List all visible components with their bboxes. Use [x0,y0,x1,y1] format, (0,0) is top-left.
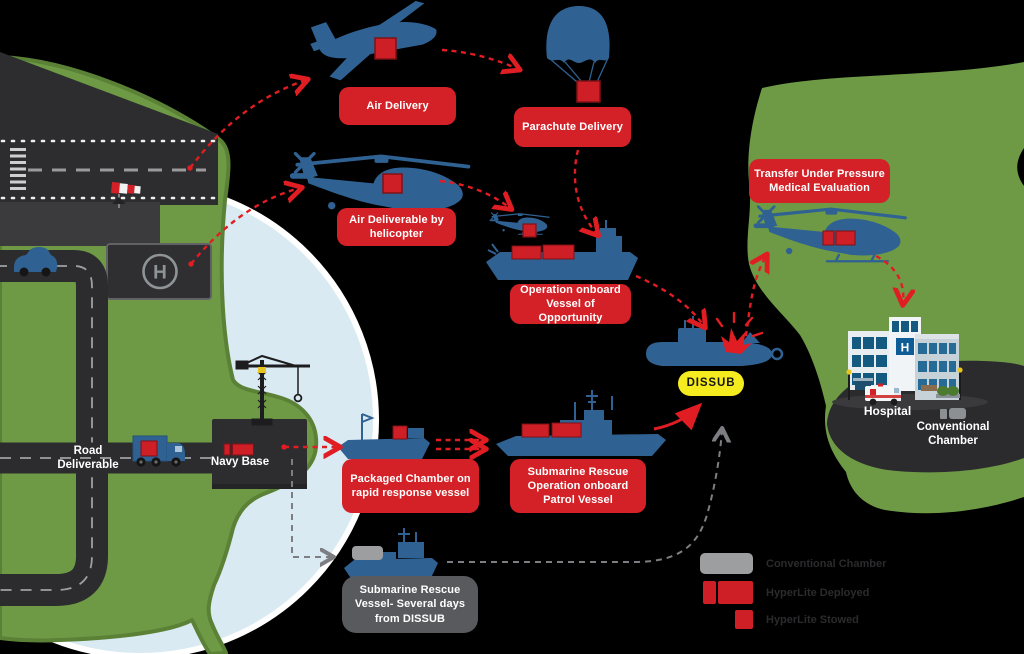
tup-hyperlite-icon [822,230,835,246]
transfer-under-pressure-text: Transfer Under Pressure Medical Evaluati… [754,167,885,194]
runway-threshold-marks [10,148,26,190]
rapid-response-vessel-icon [338,413,430,459]
legend-item-hyperlite-stowed: HyperLite Stowed [700,608,859,631]
hyperlite-deployed-icon [703,581,716,604]
submarine-rescue-vessel-icon [344,528,438,580]
submarine-rescue-patrol-label: Submarine Rescue Operation onboard Patro… [510,459,646,513]
legend-label: Conventional Chamber [766,557,887,570]
legend-icon-slot [700,610,753,629]
arrow-patrol-to-dissub-label [653,402,703,431]
apron [0,202,160,246]
hospital-label: Hospital [863,404,912,418]
hospital-chamber-icon [940,408,966,419]
patrol-hyperlite-deployed-icon-2 [551,422,582,438]
packaged-chamber-label: Packaged Chamber on rapid response vesse… [342,459,479,513]
legend-item-conventional-chamber: Conventional Chamber [700,552,886,575]
navy-base-label: Navy Base [210,456,270,468]
crane-icon [235,354,310,426]
road-deliverable-label: Road Deliverable [57,445,119,472]
parachute-hyperlite-stowed-icon [576,80,601,103]
arrow-navybase-to-srv [291,459,332,557]
air-delivery-text: Air Delivery [366,99,429,112]
navy-base [212,354,310,489]
distress-burst-icon [715,311,764,354]
air-deliverable-helicopter-label: Air Deliverable by helicopter [337,208,456,246]
vessel-of-opportunity-icon [486,220,638,280]
arrow-parachute-to-vessel [573,149,597,234]
airport: H [0,52,218,300]
arrow-tup-to-hospital [875,254,903,303]
hyperlite-stowed-icon [735,610,753,629]
red-route-arrows [189,48,903,449]
helipad-h-mark: H [153,263,167,284]
parachute-delivery-text: Parachute Delivery [522,120,623,133]
packaged-chamber-text: Packaged Chamber on rapid response vesse… [350,472,471,499]
dissub-text: DISSUB [686,377,736,390]
truck-icon [132,435,185,467]
conventional-chamber-icon [700,553,753,574]
air-delivery-label: Air Delivery [339,87,456,125]
helicopter-hyperlite-stowed-icon [382,173,403,194]
gray-route-arrows [291,430,722,563]
legend-label: HyperLite Stowed [766,613,859,626]
legend-icon-slot [700,581,753,604]
dissub-label: DISSUB [678,371,744,396]
parachute-icon [546,6,610,103]
operation-voo-text: Operation onboard Vessel of Opportunity [520,283,621,325]
windsock-icon [111,182,141,208]
arrow-vessel-to-dissub [635,274,704,326]
arrow-srv-to-dissub [447,430,722,563]
navy-base-chambers-icon [223,443,254,456]
legend-label: HyperLite Deployed [766,586,870,599]
legend-icon-slot [700,553,753,574]
plane-hyperlite-stowed-icon [374,37,397,60]
rrv-hyperlite-stowed-icon [392,425,408,440]
patrol-hyperlite-deployed-icon [521,423,550,438]
helipad: H [106,243,212,300]
submarine-rescue-patrol-text: Submarine Rescue Operation onboard Patro… [527,465,629,507]
voo-hyperlite-deployed-icon [511,245,542,260]
submarine-rescue-vessel-text: Submarine Rescue Vessel- Several days fr… [354,584,466,625]
voo-hyperlite-deployed-icon-2 [542,244,575,260]
ambulance-icon [865,383,901,406]
transfer-under-pressure-label: Transfer Under Pressure Medical Evaluati… [749,159,890,203]
conventional-chamber-label: Conventional Chamber [916,421,990,448]
arrow-plane-to-parachute [441,48,518,69]
srv-conventional-chamber-icon [352,546,383,560]
small-helicopter-icon [488,212,550,235]
air-deliverable-helicopter-text: Air Deliverable by helicopter [349,213,444,240]
small-helicopter-hyperlite-icon [522,223,537,238]
arrow-runway-to-plane [189,80,306,169]
hospital-h-sign: H [901,341,910,355]
runway [0,52,218,205]
hyperlite-deployed-icon [718,581,753,604]
operation-voo-label: Operation onboard Vessel of Opportunity [510,284,631,324]
arrow-dissub-to-tup [744,256,766,337]
arrow-helicopter-to-vessel [439,179,510,208]
parachute-delivery-label: Parachute Delivery [514,107,631,147]
dissub-submarine-icon [646,311,784,366]
legend-item-hyperlite-deployed: HyperLite Deployed [700,581,869,604]
car-icon [14,247,58,277]
submarine-rescue-vessel-label: Submarine Rescue Vessel- Several days fr… [342,576,478,633]
hospital-building-icon: H [846,317,963,400]
tup-hyperlite-icon-2 [835,230,856,246]
patrol-vessel-icon [496,390,666,456]
arrow-start-dots [187,165,287,450]
